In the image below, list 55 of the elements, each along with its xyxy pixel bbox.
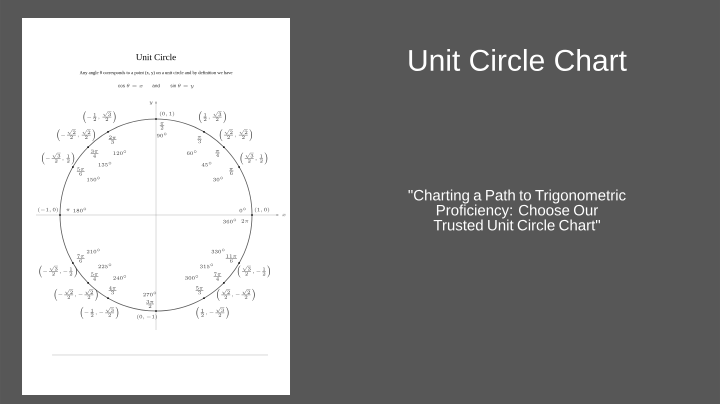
radian-label: $\frac{\pi}{6}$	[229, 168, 234, 175]
angle-label: $30^\circ$	[213, 176, 223, 182]
angle-label: $150^\circ$	[87, 176, 100, 182]
angle-label: $330^\circ$	[212, 248, 224, 254]
slide-title: Unit Circle Chart	[409, 48, 627, 72]
radian-label: $\frac{5\pi}{4}$	[90, 272, 98, 280]
angle-label: $45^\circ$	[202, 162, 212, 166]
coordinate-label: $\left(\frac{1}{2},-\frac{\sqrt{3}}{2}\right)$	[196, 306, 229, 319]
coordinate-label: $(-1,0)$	[38, 208, 58, 212]
angle-label: $0^\circ$	[240, 208, 246, 212]
radian-label: $\frac{5\pi}{3}$	[196, 286, 204, 294]
angle-label: $120^\circ$	[114, 150, 126, 155]
angle-label: $180^\circ$	[74, 208, 86, 212]
angle-label: $60^\circ$	[186, 150, 196, 155]
coordinate-label: $\left(-\frac{\sqrt{2}}{2},\frac{\sqrt{2}}{2}\right)$	[57, 129, 95, 142]
angle-label: $240^\circ$	[113, 275, 126, 280]
angle-label: $135^\circ$	[98, 162, 112, 166]
coordinate-label: $\left(\frac{1}{2},\frac{\sqrt{3}}{2}\right)$	[199, 111, 226, 124]
angle-label: $90^\circ$	[156, 132, 166, 138]
axis-label: $y$	[150, 101, 152, 105]
radian-label: $2\pi$	[242, 219, 248, 223]
angle-label: $315^\circ$	[200, 264, 213, 268]
radian-label: $\frac{4\pi}{3}$	[108, 286, 116, 294]
coordinate-label: $\left(-\frac{\sqrt{3}}{2},-\frac{1}{2}\right)$	[39, 265, 77, 278]
angle-label: $360^\circ$	[223, 218, 236, 224]
coordinate-label: $(0,-1)$	[137, 314, 157, 320]
angle-label: $270^\circ$	[143, 292, 156, 296]
coordinate-label: $\left(-\frac{1}{2},\frac{\sqrt{3}}{2}\right)$	[83, 111, 116, 124]
coordinate-label: $\left(\frac{\sqrt{3}}{2},\frac{1}{2}\right)$	[240, 152, 268, 164]
page-heading: Unit Circle	[136, 54, 176, 60]
radian-label: $\frac{\pi}{3}$	[197, 136, 202, 144]
radian-label: $\frac{7\pi}{6}$	[76, 254, 85, 262]
coordinate-label: $\left(-\frac{\sqrt{3}}{2},\frac{1}{2}\right)$	[42, 152, 74, 164]
angle-label: $225^\circ$	[98, 264, 112, 268]
radian-label: $\frac{2\pi}{3}$	[108, 136, 116, 144]
radian-label: $\frac{\pi}{4}$	[215, 150, 220, 157]
coordinate-label: $\left(-\frac{1}{2},-\frac{\sqrt{3}}{2}\right)$	[80, 306, 118, 319]
coordinate-label: $\left(\frac{\sqrt{3}}{2},-\frac{1}{2}\right)$	[238, 265, 270, 278]
coordinate-label: $\left(\frac{\sqrt{2}}{2},\frac{\sqrt{2}}{2}\right)$	[220, 129, 252, 142]
radian-label: $\pi$	[66, 208, 70, 212]
radian-label: $\frac{3\pi}{4}$	[90, 149, 98, 158]
radian-label: $\frac{11\pi}{6}$	[226, 254, 237, 262]
coordinate-label: $\left(\frac{\sqrt{2}}{2},-\frac{\sqrt{2}}{2}\right)$	[217, 288, 255, 301]
angle-label: $210^\circ$	[86, 248, 100, 254]
radian-label: $\frac{5\pi}{6}$	[76, 167, 85, 176]
coordinate-label: $\left(-\frac{\sqrt{2}}{2},-\frac{\sqrt{2}}{2}\right)$	[54, 288, 98, 301]
axis-label: $x$	[282, 214, 286, 216]
angle-label: $300^\circ$	[185, 275, 198, 280]
radian-label: $\frac{3\pi}{2}$	[146, 300, 154, 308]
quote-text: "Charting a Path to Trigonometric Proficiency: Choose Our Trusted Unit Circle Chart"	[408, 190, 626, 230]
formula: $\cos\theta = x \qquad\mbox{and}\qquad \sin\theta = y$	[118, 84, 194, 88]
coordinate-label: $(0,1)$	[160, 112, 174, 116]
radian-label: $\frac{7\pi}{4}$	[214, 272, 222, 280]
radian-label: $\frac{\pi}{2}$	[160, 122, 164, 130]
coordinate-label: $(1,0)$	[254, 208, 270, 212]
